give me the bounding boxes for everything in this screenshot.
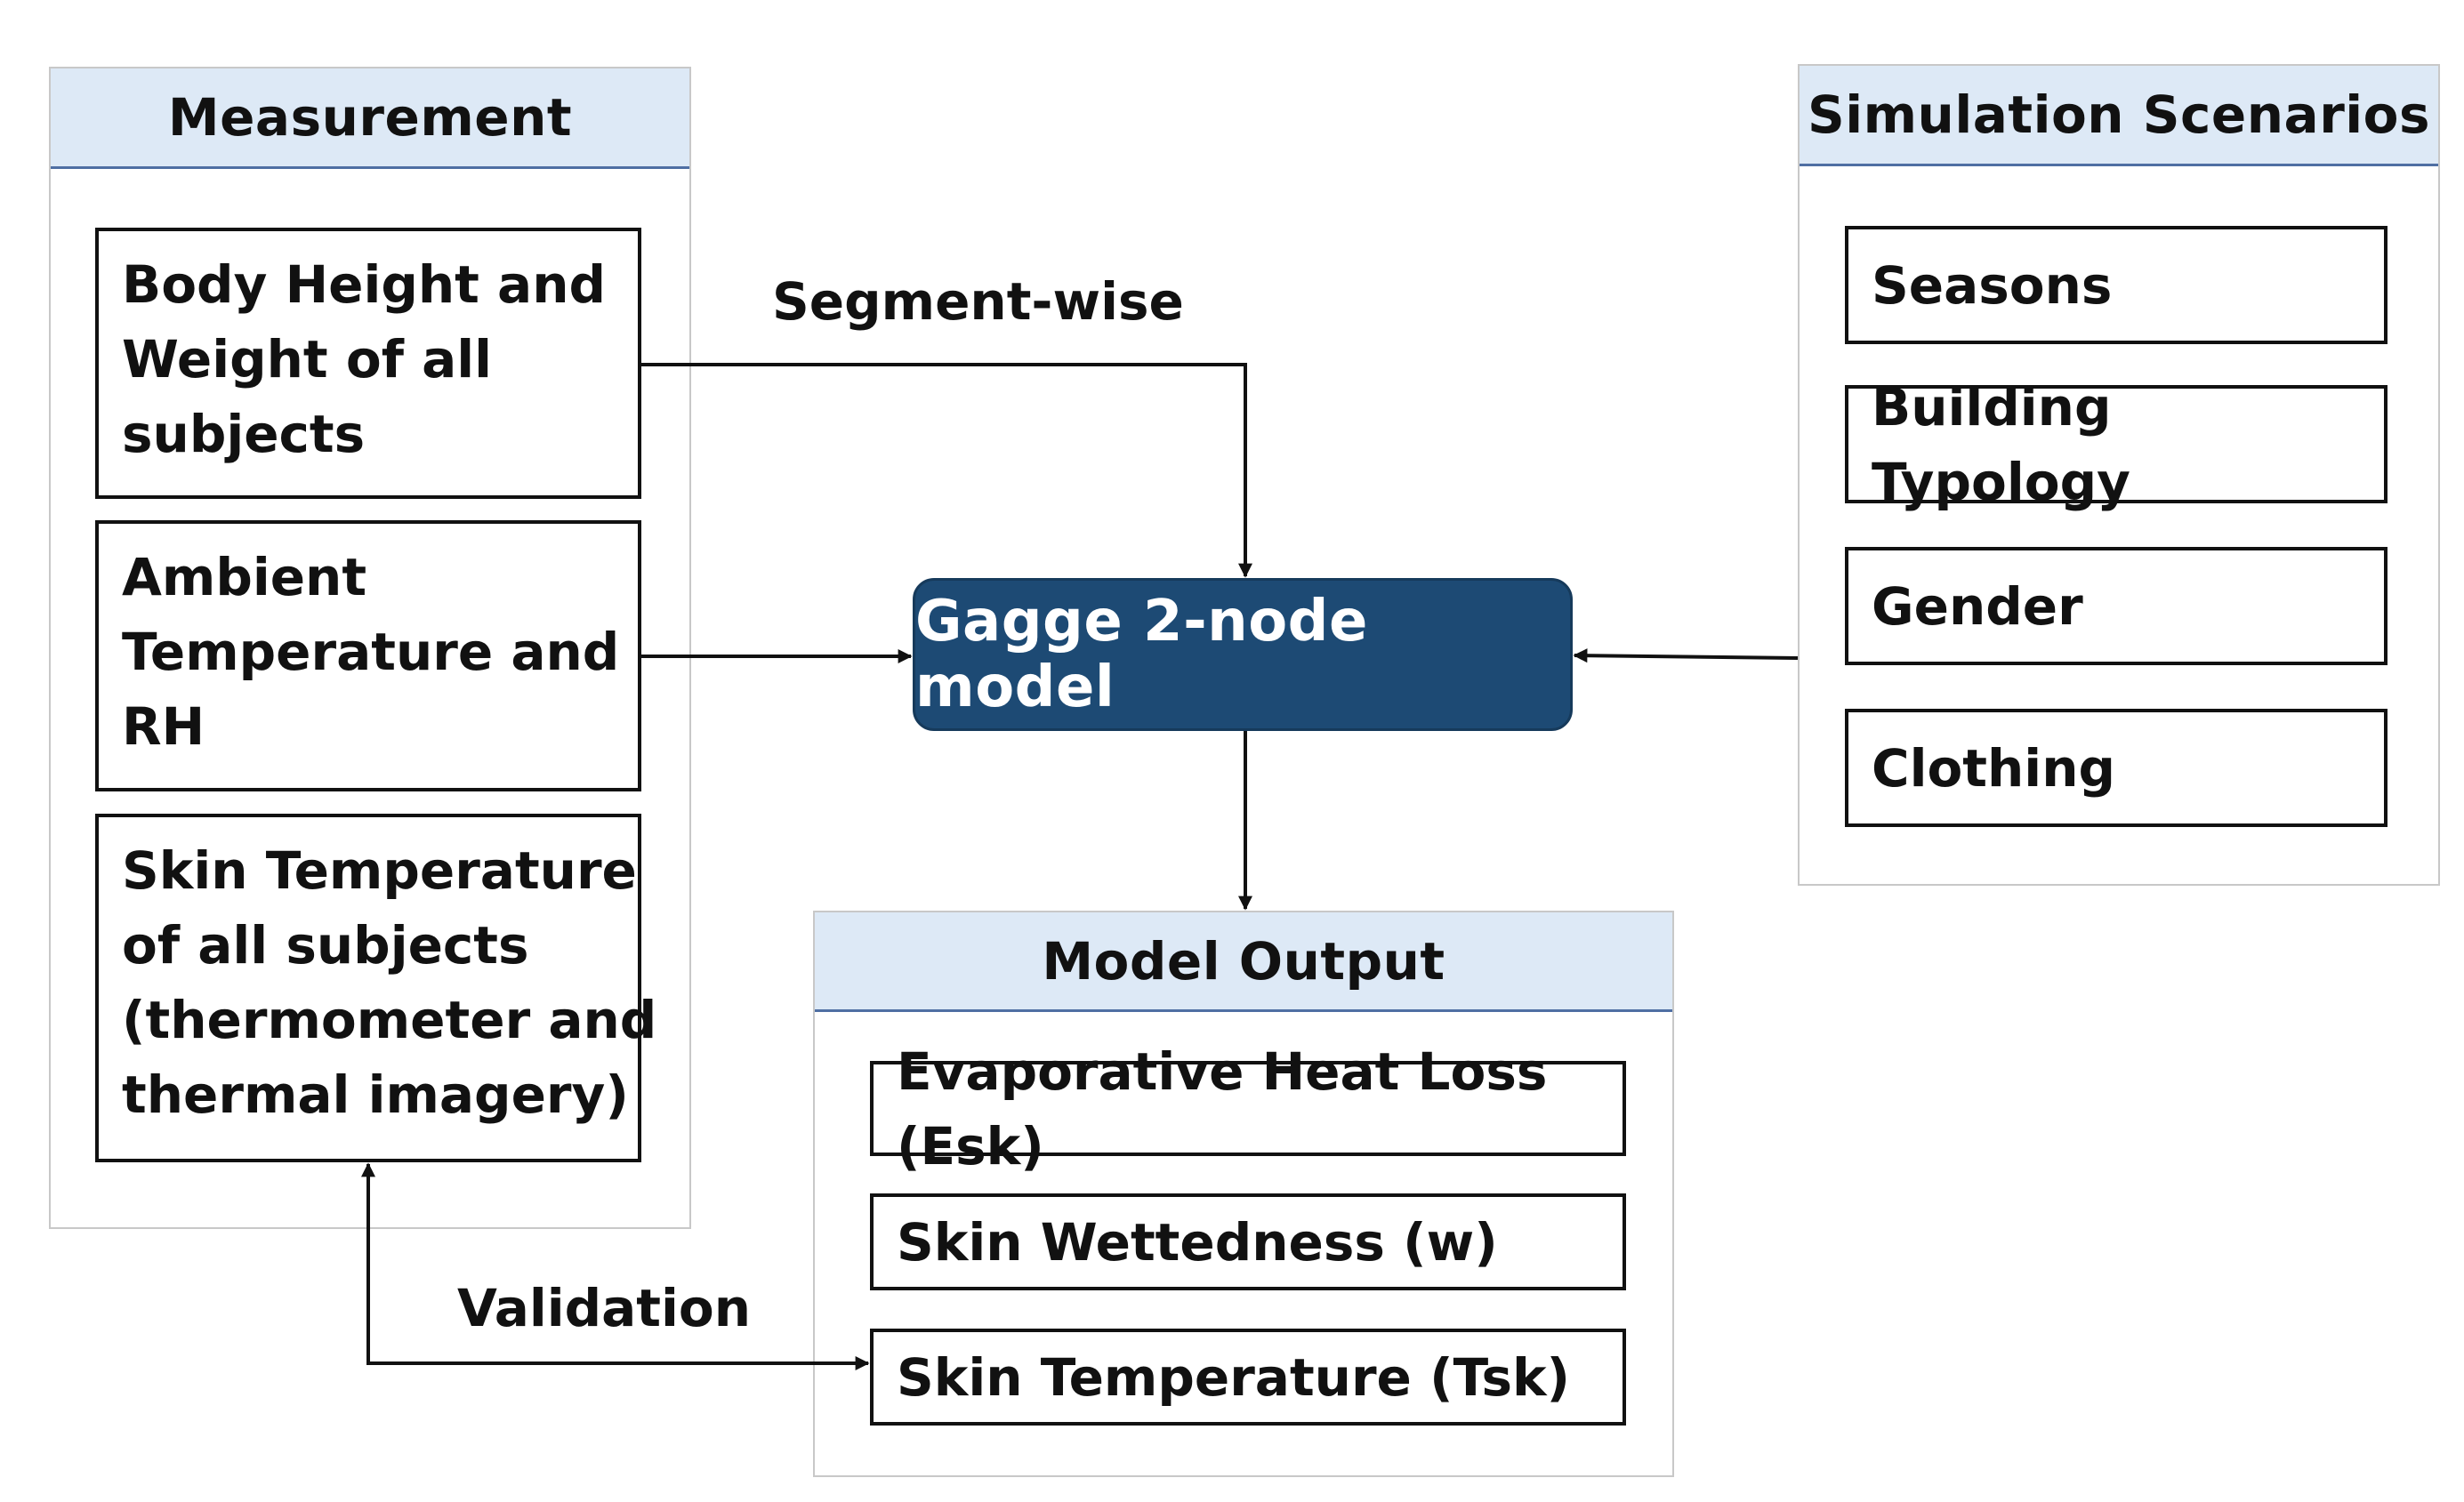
measurement-item-line: Weight of all xyxy=(122,329,493,390)
measurement-body-height-weight: Body Height and Weight of all subjects xyxy=(95,228,641,499)
measurement-item-line: Temperature and xyxy=(122,622,620,682)
measurement-item-line: RH xyxy=(122,696,205,757)
output-skin-temperature: Skin Temperature (Tsk) xyxy=(870,1329,1626,1426)
measurement-skin-temperature: Skin Temperature of all subjects (thermo… xyxy=(95,814,657,1162)
simulation-scenarios-panel-title: Simulation Scenarios xyxy=(1800,66,2438,166)
scenario-clothing: Clothing xyxy=(1845,709,2388,827)
measurement-panel-title: Measurement xyxy=(51,68,689,169)
model-output-panel-title: Model Output xyxy=(815,912,1672,1012)
validation-arrow xyxy=(361,1162,870,1370)
measurement-item-line: Skin Temperature xyxy=(122,840,637,901)
measurement-item-line: Ambient xyxy=(122,547,367,607)
segment-wise-label: Segment-wise xyxy=(772,271,1184,332)
measurement-ambient-temperature-rh: Ambient Temperature and RH xyxy=(95,520,641,791)
measurement-item-line: subjects xyxy=(122,404,366,464)
measurement-item-line: thermal imagery) xyxy=(122,1064,629,1125)
scenario-gender: Gender xyxy=(1845,547,2388,665)
scenarios-to-model-arrow xyxy=(1573,648,1799,663)
segment-wise-arrow xyxy=(641,363,1252,578)
scenario-seasons: Seasons xyxy=(1845,226,2388,344)
output-skin-wettedness: Skin Wettedness (w) xyxy=(870,1193,1626,1290)
scenario-building-typology: Building Typology xyxy=(1845,377,2388,512)
gagge-model-node: Gagge 2-node model xyxy=(913,578,1573,731)
measurement-item-line: Body Height and xyxy=(122,254,607,315)
measurement-item-line: of all subjects xyxy=(122,915,529,976)
measurement-item-line: (thermometer and xyxy=(122,990,657,1050)
